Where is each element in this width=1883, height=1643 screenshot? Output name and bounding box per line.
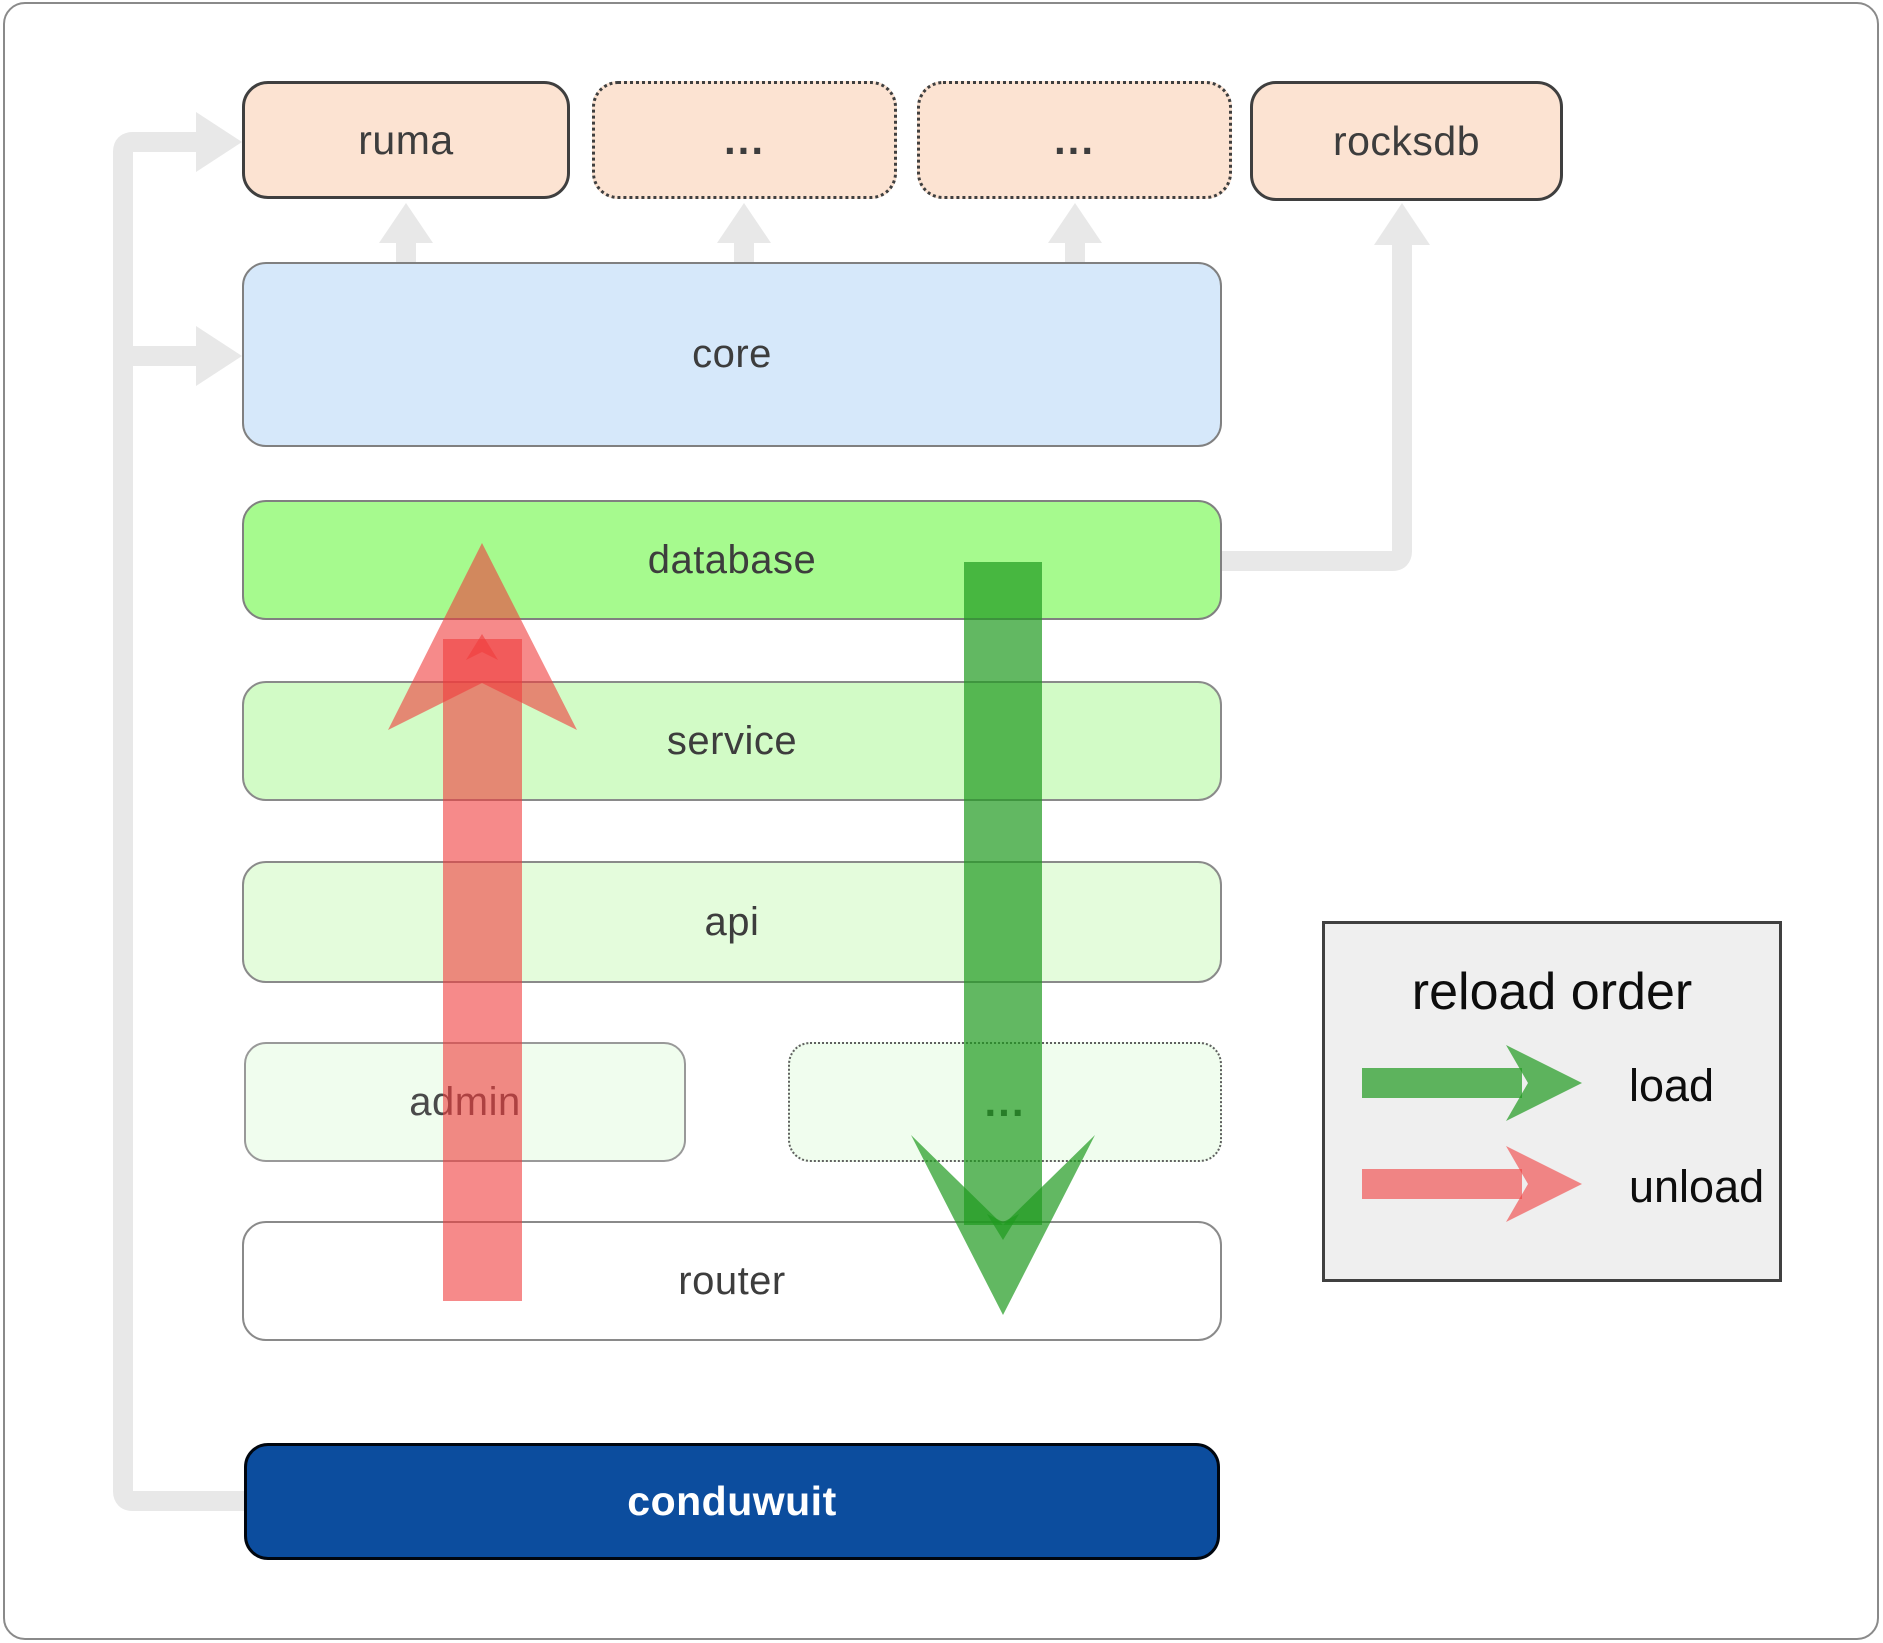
node-api: api xyxy=(242,861,1222,983)
node-admin: admin xyxy=(244,1042,686,1162)
node-ellipsis-admin-row-label: ... xyxy=(984,1078,1026,1125)
node-ellipsis-top-2: ... xyxy=(917,81,1232,199)
arrowhead-core-ellipsis-2 xyxy=(1048,203,1102,243)
node-core-label: core xyxy=(692,332,772,376)
arrowhead-core-ellipsis-1 xyxy=(717,203,771,243)
node-admin-label: admin xyxy=(409,1079,521,1124)
node-router: router xyxy=(242,1221,1222,1341)
arrowhead-core-ruma xyxy=(379,203,433,243)
node-ellipsis-top-2-label: ... xyxy=(1053,116,1095,163)
node-conduwuit: conduwuit xyxy=(244,1443,1220,1560)
node-conduwuit-label: conduwuit xyxy=(627,1478,837,1524)
node-core: core xyxy=(242,262,1222,447)
arrowhead-into-rocksdb xyxy=(1374,203,1430,245)
legend-label-unload: unload xyxy=(1629,1161,1765,1212)
node-service: service xyxy=(242,681,1222,801)
node-database-label: database xyxy=(647,537,817,582)
node-ruma-label: ruma xyxy=(358,116,454,163)
arrowhead-into-core xyxy=(196,326,242,386)
legend-label-load: load xyxy=(1629,1060,1715,1111)
connector-conduwuit-to-ruma xyxy=(113,132,250,1511)
node-api-label: api xyxy=(704,899,760,944)
node-service-label: service xyxy=(666,718,798,763)
legend-title: reload order xyxy=(1411,963,1693,1021)
connector-database-to-rocksdb xyxy=(1222,243,1412,571)
node-database: database xyxy=(242,500,1222,620)
node-ellipsis-admin-row: ... xyxy=(788,1042,1222,1162)
node-rocksdb-label: rocksdb xyxy=(1332,117,1481,164)
diagram-border xyxy=(3,2,1879,1640)
unload-arrow-marker xyxy=(466,634,498,660)
node-router-label: router xyxy=(678,1258,786,1303)
node-rocksdb: rocksdb xyxy=(1250,81,1563,201)
node-ruma: ruma xyxy=(242,81,570,199)
node-ellipsis-top-1-label: ... xyxy=(723,116,765,163)
node-ellipsis-top-1: ... xyxy=(592,81,897,199)
arrowhead-into-ruma xyxy=(196,112,242,172)
legend-reload-order: reload order load unload xyxy=(1322,921,1782,1282)
